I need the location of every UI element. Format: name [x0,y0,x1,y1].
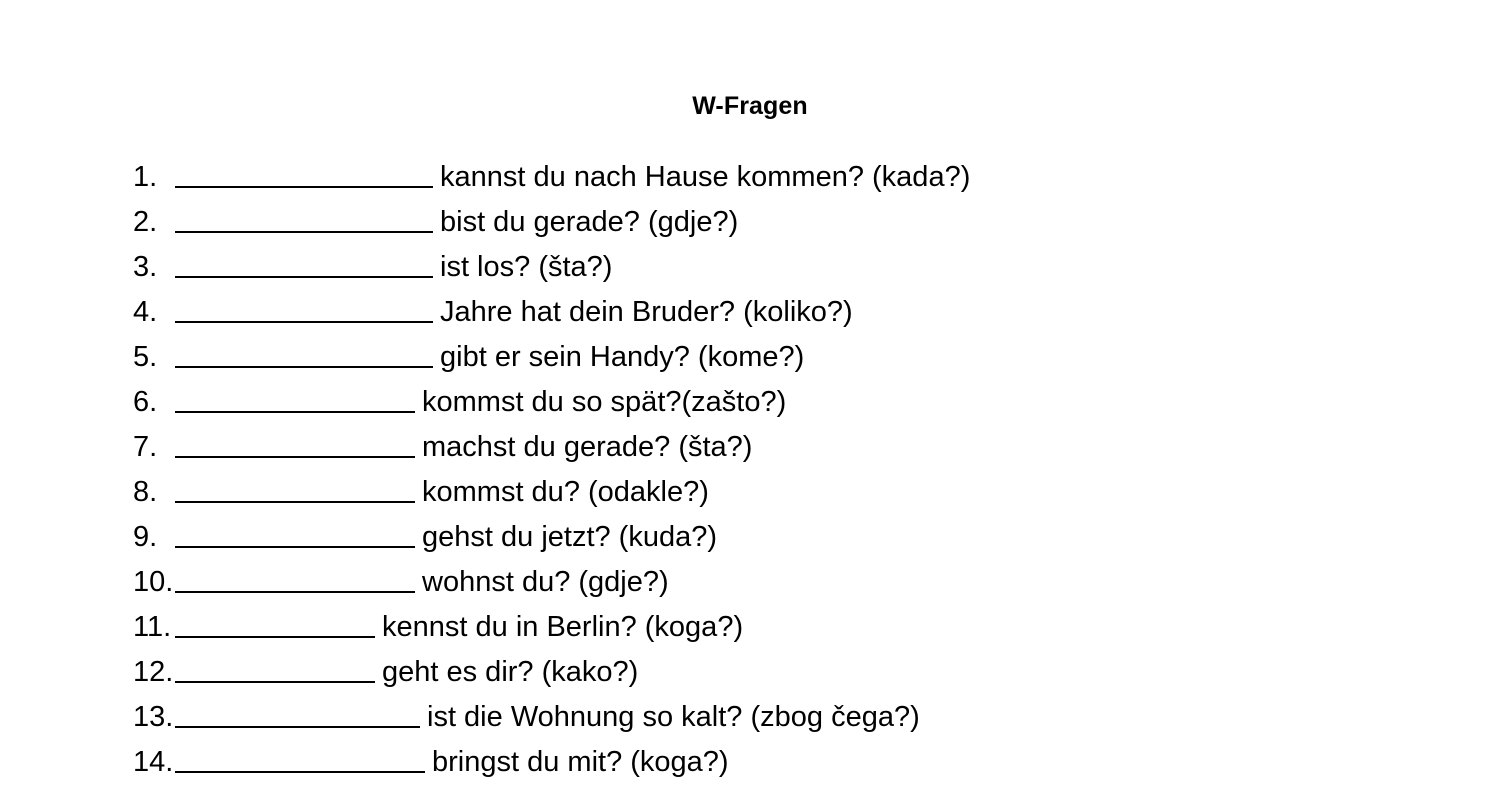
question-text: ist die Wohnung so kalt? (zbog čega?) [427,701,920,733]
question-row: 14. bringst du mit? (koga?) [133,740,1473,785]
answer-blank[interactable] [175,295,433,323]
question-number: 2. [133,206,158,238]
question-row: 2. bist du gerade? (gdje?) [133,200,1473,245]
question-number: 14. [133,746,174,778]
question-list: 1. kannst du nach Hause kommen? (kada?) 2.… [133,155,1473,785]
answer-blank[interactable] [175,475,415,503]
answer-blank[interactable] [175,205,433,233]
question-row: 1. kannst du nach Hause kommen? (kada?) [133,155,1473,200]
question-text: gehst du jetzt? (kuda?) [422,521,718,553]
question-text: geht es dir? (kako?) [382,656,639,688]
question-number: 12. [133,656,174,688]
question-row: 8. kommst du? (odakle?) [133,470,1473,515]
question-number: 1. [133,161,158,193]
question-number: 8. [133,476,158,508]
question-text: wohnst du? (gdje?) [422,566,669,598]
question-row: 12. geht es dir? (kako?) [133,650,1473,695]
answer-blank[interactable] [175,610,375,638]
question-text: machst du gerade? (šta?) [422,431,753,463]
answer-blank[interactable] [175,655,375,683]
question-text: ist los? (šta?) [440,251,613,283]
question-row: 6. kommst du so spät?(zašto?) [133,380,1473,425]
question-text: bringst du mit? (koga?) [432,746,729,778]
question-number: 11. [133,611,172,643]
question-text: bist du gerade? (gdje?) [440,206,739,238]
question-row: 13. ist die Wohnung so kalt? (zbog čega?) [133,695,1473,740]
question-number: 7. [133,431,158,463]
question-row: 7. machst du gerade? (šta?) [133,425,1473,470]
page-title: W-Fragen [692,92,808,120]
question-text: Jahre hat dein Bruder? (koliko?) [440,296,853,328]
answer-blank[interactable] [175,565,415,593]
question-row: 10. wohnst du? (gdje?) [133,560,1473,605]
answer-blank[interactable] [175,745,425,773]
answer-blank[interactable] [175,520,415,548]
question-number: 10. [133,566,174,598]
question-number: 6. [133,386,158,418]
answer-blank[interactable] [175,250,433,278]
question-text: gibt er sein Handy? (kome?) [440,341,805,373]
question-number: 13. [133,701,174,733]
question-number: 9. [133,521,158,553]
question-number: 5. [133,341,158,373]
question-row: 4. Jahre hat dein Bruder? (koliko?) [133,290,1473,335]
answer-blank[interactable] [175,385,415,413]
question-text: kannst du nach Hause kommen? (kada?) [440,161,971,193]
question-text: kommst du so spät?(zašto?) [422,386,787,418]
answer-blank[interactable] [175,430,415,458]
question-text: kennst du in Berlin? (koga?) [382,611,744,643]
question-row: 9. gehst du jetzt? (kuda?) [133,515,1473,560]
answer-blank[interactable] [175,700,420,728]
question-text: kommst du? (odakle?) [422,476,709,508]
answer-blank[interactable] [175,160,433,188]
question-number: 3. [133,251,158,283]
question-number: 4. [133,296,158,328]
question-row: 5. gibt er sein Handy? (kome?) [133,335,1473,380]
question-row: 11. kennst du in Berlin? (koga?) [133,605,1473,650]
question-row: 3. ist los? (šta?) [133,245,1473,290]
answer-blank[interactable] [175,340,433,368]
